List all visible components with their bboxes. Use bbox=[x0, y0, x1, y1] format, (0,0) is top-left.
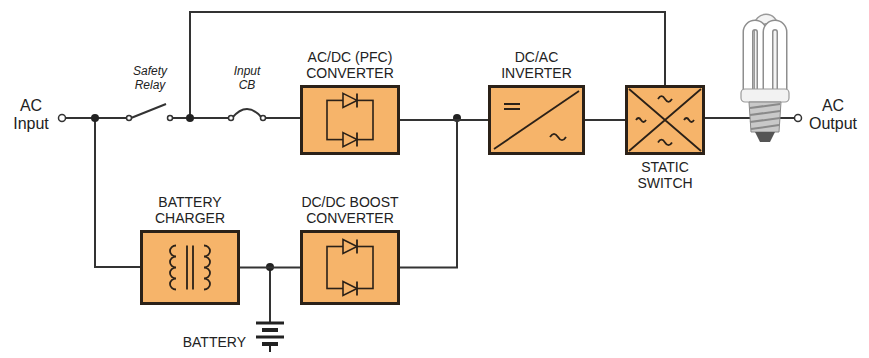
power-wire bbox=[240, 267, 300, 269]
diode-symbol bbox=[343, 240, 357, 254]
diode-symbol bbox=[343, 133, 357, 147]
component-label: Safety Relay bbox=[123, 64, 177, 92]
junction-dot bbox=[91, 114, 99, 122]
static-switch-box: STATIC SWITCH bbox=[625, 85, 705, 155]
battery-wire bbox=[269, 267, 271, 322]
boost-converter-box: DC/DC BOOST CONVERTER bbox=[300, 230, 400, 305]
box-shape bbox=[300, 85, 400, 155]
breaker-contact bbox=[229, 116, 234, 121]
block-title: STATIC SWITCH bbox=[620, 159, 710, 191]
diode-bar bbox=[356, 133, 358, 147]
input-wire bbox=[265, 117, 300, 119]
wave-symbol bbox=[658, 96, 672, 102]
terminal-label: AC Output bbox=[803, 97, 863, 133]
diodes-icon bbox=[327, 93, 373, 146]
charger-box: BATTERY CHARGER bbox=[140, 230, 240, 305]
power-wire bbox=[585, 119, 625, 121]
box-outline bbox=[300, 230, 400, 305]
wave-symbol bbox=[684, 118, 694, 122]
relay-blade bbox=[131, 104, 166, 118]
box-outline bbox=[488, 85, 585, 155]
block-title: DC/AC INVERTER bbox=[487, 49, 587, 81]
component-label: BATTERY bbox=[150, 334, 246, 350]
diode-symbol bbox=[343, 93, 357, 107]
box-outline bbox=[300, 85, 400, 155]
battery-symbol bbox=[256, 323, 284, 352]
box-shape bbox=[300, 230, 400, 305]
converter-box: AC/DC (PFC) CONVERTER bbox=[300, 85, 400, 155]
block-title: BATTERY CHARGER bbox=[140, 194, 240, 226]
switch-icon bbox=[629, 89, 701, 151]
block-title: AC/DC (PFC) CONVERTER bbox=[289, 49, 411, 81]
charger-feed bbox=[95, 118, 140, 267]
box-outline bbox=[625, 85, 705, 155]
box-outline bbox=[140, 230, 240, 305]
block-title: DC/DC BOOST CONVERTER bbox=[284, 194, 416, 226]
inverter-icon bbox=[494, 91, 579, 149]
diode-bar bbox=[356, 93, 358, 107]
breaker-contact bbox=[261, 116, 266, 121]
breaker-arc bbox=[232, 109, 262, 118]
junction-dot bbox=[186, 114, 194, 122]
power-wire bbox=[400, 120, 488, 268]
diode-bar bbox=[356, 240, 358, 254]
transformer-icon bbox=[170, 246, 210, 290]
output-terminal bbox=[795, 115, 802, 122]
box-shape bbox=[140, 230, 240, 305]
relay-contact bbox=[127, 116, 132, 121]
output-wire bbox=[705, 117, 794, 119]
wave-symbol bbox=[658, 140, 672, 146]
diodes-icon bbox=[327, 240, 373, 296]
input-terminal bbox=[59, 115, 66, 122]
diode-bar bbox=[356, 282, 358, 296]
wave-symbol bbox=[550, 134, 566, 140]
box-shape bbox=[625, 85, 705, 155]
bypass-wire bbox=[190, 12, 665, 118]
input-wire bbox=[172, 117, 229, 119]
relay-contact bbox=[168, 116, 173, 121]
wave-symbol bbox=[636, 118, 646, 122]
component-label: Input CB bbox=[224, 64, 270, 92]
wires bbox=[66, 12, 794, 322]
lamp-illustration bbox=[741, 19, 789, 142]
inverter-box: DC/AC INVERTER bbox=[488, 85, 585, 155]
diode-symbol bbox=[343, 282, 357, 296]
terminal-label: AC Input bbox=[6, 97, 56, 133]
box-shape bbox=[488, 85, 585, 155]
